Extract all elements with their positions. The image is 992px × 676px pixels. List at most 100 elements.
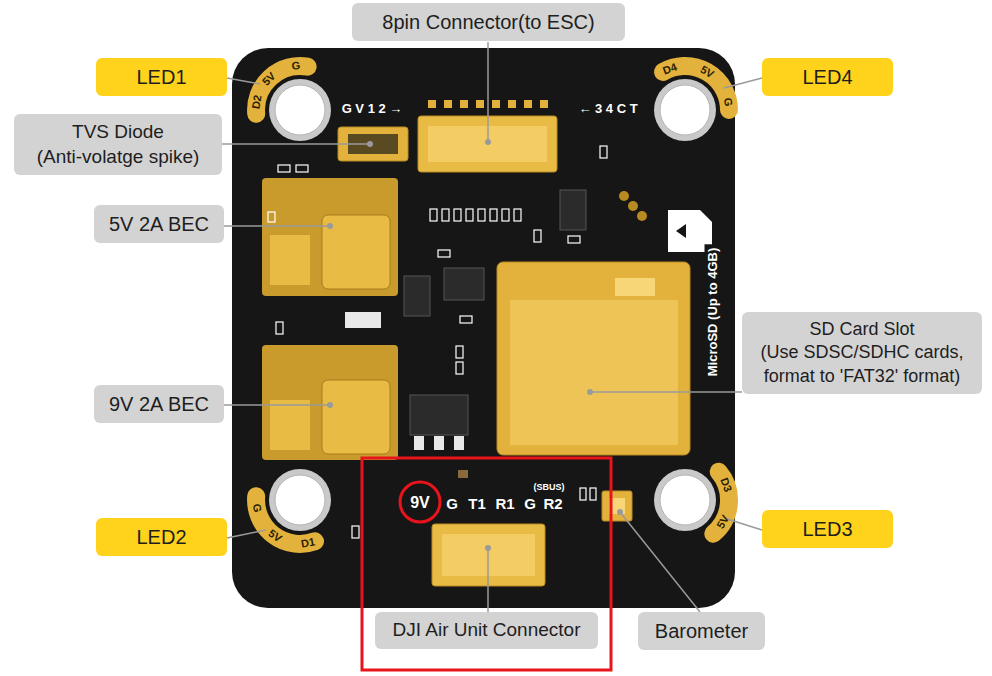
- board-detail: [454, 436, 464, 450]
- board-detail: [617, 509, 623, 515]
- ic-chip: [345, 312, 381, 328]
- board-detail: [485, 139, 491, 145]
- pin-name: G: [524, 496, 536, 511]
- board-detail: [275, 475, 325, 525]
- callout-title: 5V 2A BEC: [103, 211, 215, 237]
- board-detail: [620, 512, 700, 612]
- board-detail: [444, 100, 452, 108]
- board-detail: [660, 475, 710, 525]
- sd-slot: [615, 278, 655, 296]
- part-callout: SD Card Slot(Use SDSC/SDHC cards, format…: [742, 312, 982, 394]
- board-detail: [492, 100, 500, 108]
- board-detail: [628, 201, 638, 211]
- pin-name: 9V: [410, 495, 430, 511]
- led-callout: LED3: [762, 510, 893, 548]
- callout-title: 9V 2A BEC: [103, 391, 215, 417]
- pin-name: T1: [468, 496, 486, 511]
- board-detail: [724, 78, 762, 88]
- board-detail: [276, 322, 283, 334]
- mounting-holes: [269, 79, 716, 531]
- pcb-board: [232, 48, 735, 608]
- sd-slot: [497, 262, 690, 455]
- bec-5v: [270, 235, 310, 285]
- board-detail: [487, 548, 489, 612]
- highlight-circle: [400, 482, 440, 522]
- board-detail: [224, 404, 330, 406]
- board-detail: [428, 100, 436, 108]
- pin-order: G V 1 2 →: [342, 102, 403, 115]
- pin-name: G: [446, 496, 458, 511]
- board-detail: [600, 146, 607, 158]
- board-detail: [508, 100, 516, 108]
- board-detail: [456, 346, 463, 358]
- part-callout: 8pin Connector(to ESC): [352, 3, 625, 41]
- part-callout: TVS Diode(Anti-volatge spike): [14, 114, 222, 175]
- pad-label: G: [250, 502, 262, 512]
- board-detail: [524, 100, 532, 108]
- board-detail: [269, 79, 331, 141]
- callout-title: LED3: [771, 516, 884, 542]
- board-detail: [502, 209, 509, 221]
- board-detail: [590, 391, 742, 393]
- board-detail: [534, 230, 541, 242]
- board-detail: [540, 100, 548, 108]
- board-detail: [275, 85, 325, 135]
- callout-title: TVS Diode: [23, 120, 213, 145]
- callout-title: LED4: [771, 64, 884, 90]
- board-detail: [367, 141, 373, 147]
- board-detail: [460, 100, 468, 108]
- board-detail: [414, 436, 424, 450]
- smd-parts: [268, 146, 607, 538]
- board-detail: [660, 85, 710, 135]
- board-detail: [476, 100, 484, 108]
- board-detail: [587, 389, 593, 395]
- test-pads: [619, 191, 647, 221]
- pad-label: G: [291, 60, 300, 72]
- bec-5v: [262, 178, 398, 296]
- part-callout: DJI Air Unit Connector: [375, 612, 598, 649]
- led-callout: LED4: [762, 58, 893, 96]
- board-detail: [490, 209, 497, 221]
- pad-label: D2: [250, 94, 263, 110]
- led-callout: LED2: [96, 518, 227, 556]
- board-detail: [478, 209, 485, 221]
- board-detail: [580, 488, 586, 500]
- microsd-icon: [676, 224, 686, 238]
- board-detail: [456, 362, 463, 374]
- board-detail: [268, 212, 275, 222]
- silkscreen-text: MicroSD (Up to 4GB): [705, 245, 720, 380]
- board-detail: [278, 165, 290, 172]
- board-detail: [269, 469, 331, 531]
- callout-title: 8pin Connector(to ESC): [361, 9, 616, 35]
- callout-title: LED1: [105, 64, 218, 90]
- ic-chip: [444, 268, 484, 300]
- board-detail: [590, 488, 596, 500]
- led-pads: [256, 66, 729, 544]
- board-detail: [434, 436, 444, 450]
- regulator-pins: [414, 436, 464, 450]
- callout-note: (Anti-volatge spike): [23, 145, 213, 170]
- leader-lines: [222, 42, 762, 612]
- board-detail: [430, 209, 437, 221]
- smd-part: [458, 470, 468, 478]
- board-detail: [227, 530, 266, 538]
- board-detail: [568, 236, 580, 243]
- part-callout: Barometer: [638, 612, 765, 650]
- pin-name: R1: [495, 496, 514, 511]
- board-detail: [485, 545, 491, 551]
- board-detail: [637, 211, 647, 221]
- board-detail: [352, 526, 359, 538]
- callout-title: LED2: [105, 524, 218, 550]
- callout-title: SD Card Slot: [751, 318, 973, 341]
- inductor: [322, 380, 390, 454]
- board-detail: [514, 209, 521, 221]
- inductor: [322, 215, 390, 289]
- board-detail: [224, 225, 330, 227]
- bec-9v: [262, 345, 398, 460]
- regulator: [410, 395, 468, 435]
- board-detail: [460, 316, 472, 323]
- board-detail: [487, 42, 489, 142]
- board-detail: [296, 165, 308, 172]
- highlight-frame: [362, 458, 611, 670]
